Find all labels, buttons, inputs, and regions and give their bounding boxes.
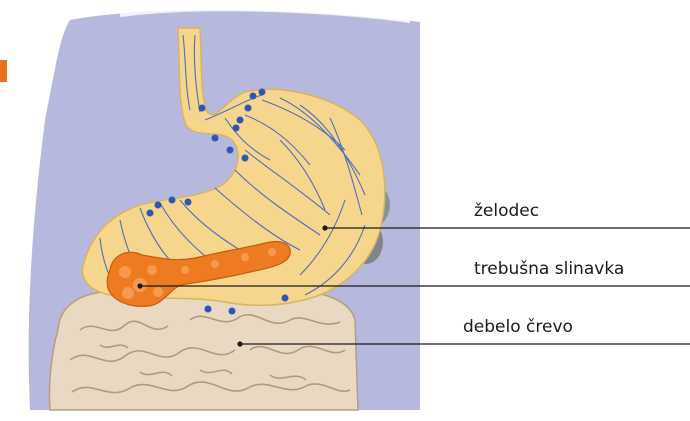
stomach-label: želodec bbox=[474, 201, 539, 221]
accent-bar bbox=[0, 60, 7, 82]
colon bbox=[49, 290, 358, 410]
pancreas-label: trebušna slinavka bbox=[474, 259, 624, 279]
colon-label: debelo črevo bbox=[463, 317, 573, 337]
